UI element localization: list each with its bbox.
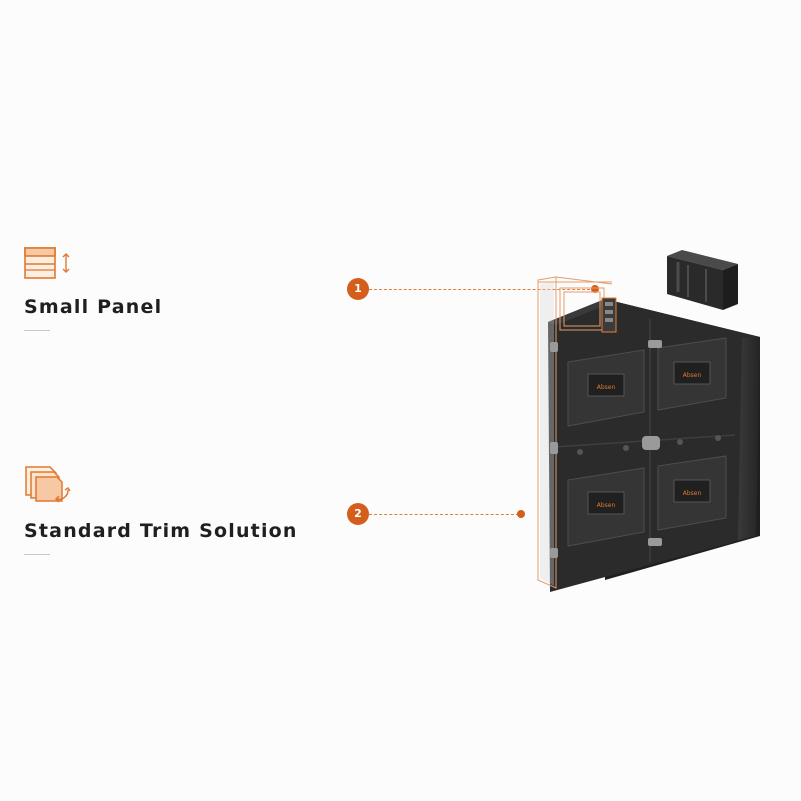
- feature-small-panel: Small Panel: [24, 246, 162, 331]
- module-plate: Absen: [567, 467, 645, 547]
- module-brand-label: Absen: [597, 384, 616, 391]
- module-plate: Absen: [657, 337, 727, 411]
- trim-solution-icon: [25, 466, 71, 503]
- small-panel-icon: [24, 247, 70, 279]
- module-brand-label: Absen: [597, 502, 616, 509]
- led-cabinet-illustration: Absen Absen Absen Absen: [537, 250, 760, 592]
- callout-2-dot: [517, 510, 525, 518]
- feature-standard-trim: Standard Trim Solution: [24, 465, 298, 555]
- power-box: [667, 250, 738, 310]
- module-plate: Absen: [567, 349, 645, 427]
- callout-1-leader-line: [369, 289, 595, 290]
- module-brand-label: Absen: [683, 490, 702, 497]
- callout-1-dot: [591, 285, 599, 293]
- title-underline: [24, 554, 50, 555]
- module-brand-label: Absen: [683, 372, 702, 379]
- feature-title: Small Panel: [24, 296, 163, 318]
- feature-title: Standard Trim Solution: [24, 520, 298, 542]
- module-plate: Absen: [657, 455, 727, 531]
- callout-2-badge: 2: [347, 503, 369, 525]
- callout-1-badge: 1: [347, 278, 369, 300]
- callout-2-leader-line: [369, 514, 519, 515]
- connector-block: [601, 297, 617, 333]
- title-underline: [24, 330, 50, 331]
